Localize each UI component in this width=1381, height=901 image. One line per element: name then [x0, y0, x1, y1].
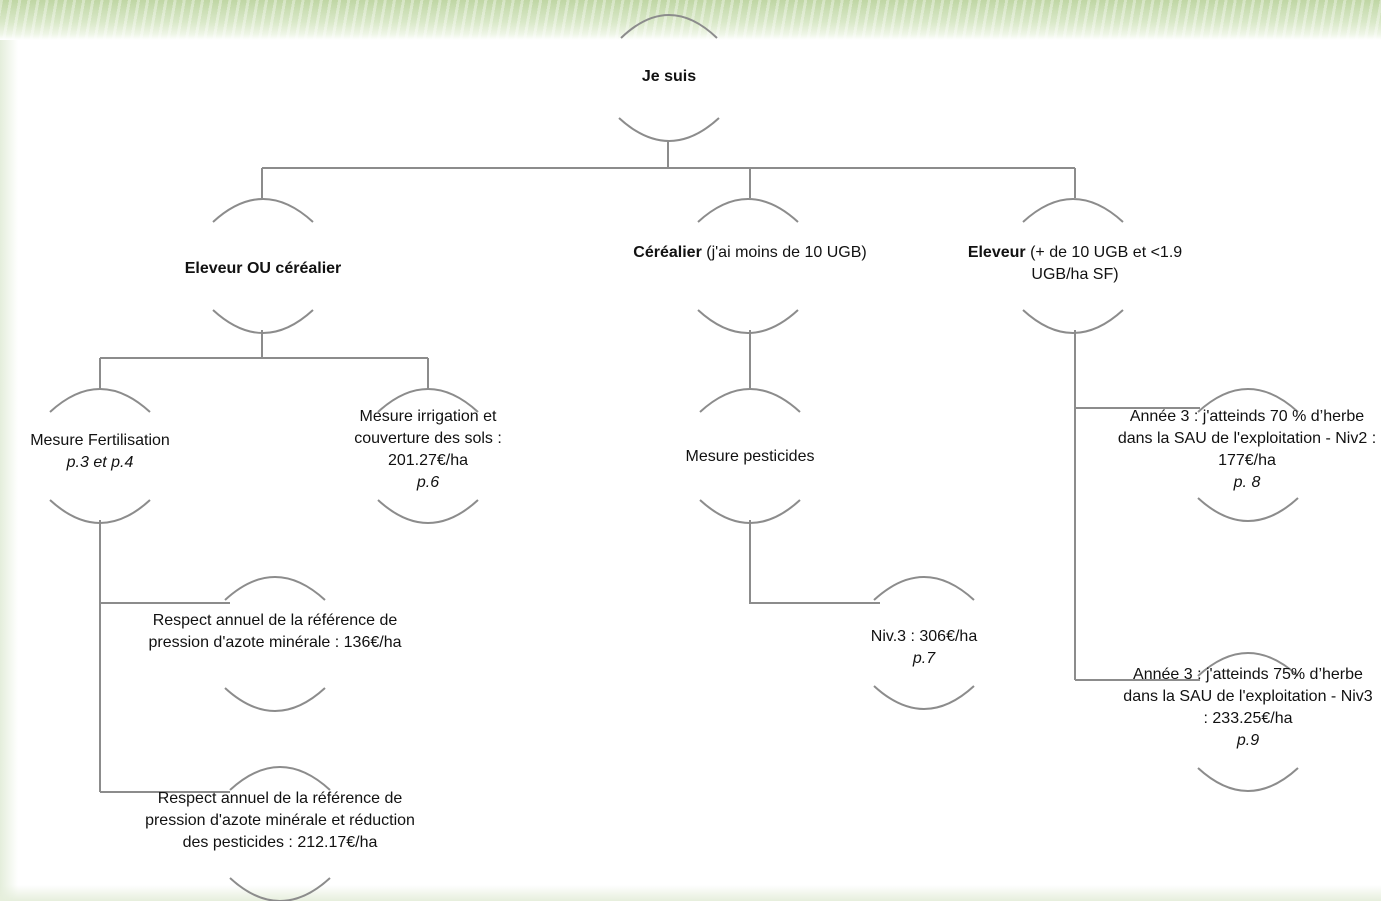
node-root: Je suis [569, 66, 769, 88]
irrigation-label: Mesure irrigation et couverture des sols… [354, 408, 502, 469]
herbe70-page: p. 8 [1233, 474, 1261, 491]
pesticides-label: Mesure pesticides [685, 448, 815, 465]
node-azote-pesticides: Respect annuel de la référence de pressi… [140, 788, 420, 854]
node-eleveur: Eleveur (+ de 10 UGB et <1.9 UGB/ha SF) [945, 242, 1205, 286]
irrigation-top-arc [377, 388, 479, 413]
root-title: Je suis [641, 68, 697, 85]
node-herbe-70: Année 3 : j'atteinds 70 % d’herbe dans l… [1113, 406, 1381, 494]
niv3-label: Niv.3 : 306€/ha [870, 628, 978, 645]
branch-both-title: Eleveur OU céréalier [184, 260, 342, 277]
azote-top-arc [224, 576, 326, 601]
bottom-edge-fade [0, 885, 1381, 901]
branch-cerealier-detail: (j'ai moins de 10 UGB) [701, 244, 867, 261]
root-top-arc [620, 14, 718, 39]
node-mesure-fertilisation: Mesure Fertilisation p.3 et p.4 [5, 430, 195, 474]
pesticides-top-arc [699, 388, 801, 413]
herbe75-page: p.9 [1236, 732, 1260, 749]
connector-eleveur-children [1074, 330, 1200, 681]
niv3-bottom-arc [873, 685, 975, 710]
node-cerealier: Céréalier (j'ai moins de 10 UGB) [630, 242, 870, 264]
both-bottom-arc [212, 309, 314, 334]
node-mesure-irrigation: Mesure irrigation et couverture des sols… [328, 406, 528, 494]
branch-eleveur-title: Eleveur [967, 244, 1026, 261]
azote-pesticides-top-arc [229, 766, 331, 791]
root-bottom-arc [618, 117, 720, 142]
left-edge-fade [0, 40, 18, 901]
herbe75-bottom-arc [1197, 767, 1299, 792]
azote-label: Respect annuel de la référence de pressi… [148, 612, 402, 651]
pesticides-bottom-arc [699, 499, 801, 524]
cerealier-bottom-arc [697, 309, 799, 334]
herbe70-bottom-arc [1197, 497, 1299, 522]
arc-brackets [49, 14, 1299, 901]
both-top-arc [212, 198, 314, 223]
niv3-page: p.7 [912, 650, 936, 667]
branch-cerealier-title: Céréalier [633, 244, 702, 261]
fertilisation-label: Mesure Fertilisation [30, 432, 170, 449]
node-azote: Respect annuel de la référence de pressi… [140, 610, 410, 654]
fertilisation-top-arc [49, 388, 151, 413]
connector-root-to-level1 [261, 140, 1076, 198]
node-eleveur-ou-cerealier: Eleveur OU céréalier [143, 258, 383, 280]
herbe70-label: Année 3 : j'atteinds 70 % d’herbe dans l… [1117, 408, 1377, 469]
azote-bottom-arc [224, 687, 326, 712]
node-mesure-pesticides: Mesure pesticides [650, 446, 850, 468]
connectors [99, 140, 1200, 793]
irrigation-bottom-arc [377, 499, 479, 524]
herbe70-top-arc [1197, 388, 1299, 413]
herbe75-top-arc [1197, 652, 1299, 677]
azote-pesticides-bottom-arc [229, 877, 331, 901]
fertilisation-page: p.3 et p.4 [66, 454, 134, 471]
cerealier-top-arc [697, 198, 799, 223]
irrigation-page: p.6 [416, 474, 440, 491]
fertilisation-bottom-arc [49, 499, 151, 524]
node-herbe-75: Année 3 : j'atteinds 75% d’herbe dans la… [1123, 664, 1373, 752]
eleveur-top-arc [1022, 198, 1124, 223]
niv3-top-arc [873, 576, 975, 601]
branch-eleveur-detail: (+ de 10 UGB et <1.9 UGB/ha SF) [1025, 244, 1183, 283]
herbe75-label: Année 3 : j'atteinds 75% d’herbe dans la… [1123, 666, 1373, 727]
connector-fertilisation-children [99, 520, 230, 793]
azote-pesticides-label: Respect annuel de la référence de pressi… [145, 790, 415, 851]
connector-cerealier-chain [749, 330, 880, 604]
connector-both-to-measures [99, 330, 429, 390]
eleveur-bottom-arc [1022, 309, 1124, 334]
node-niv3: Niv.3 : 306€/ha p.7 [844, 626, 1004, 670]
